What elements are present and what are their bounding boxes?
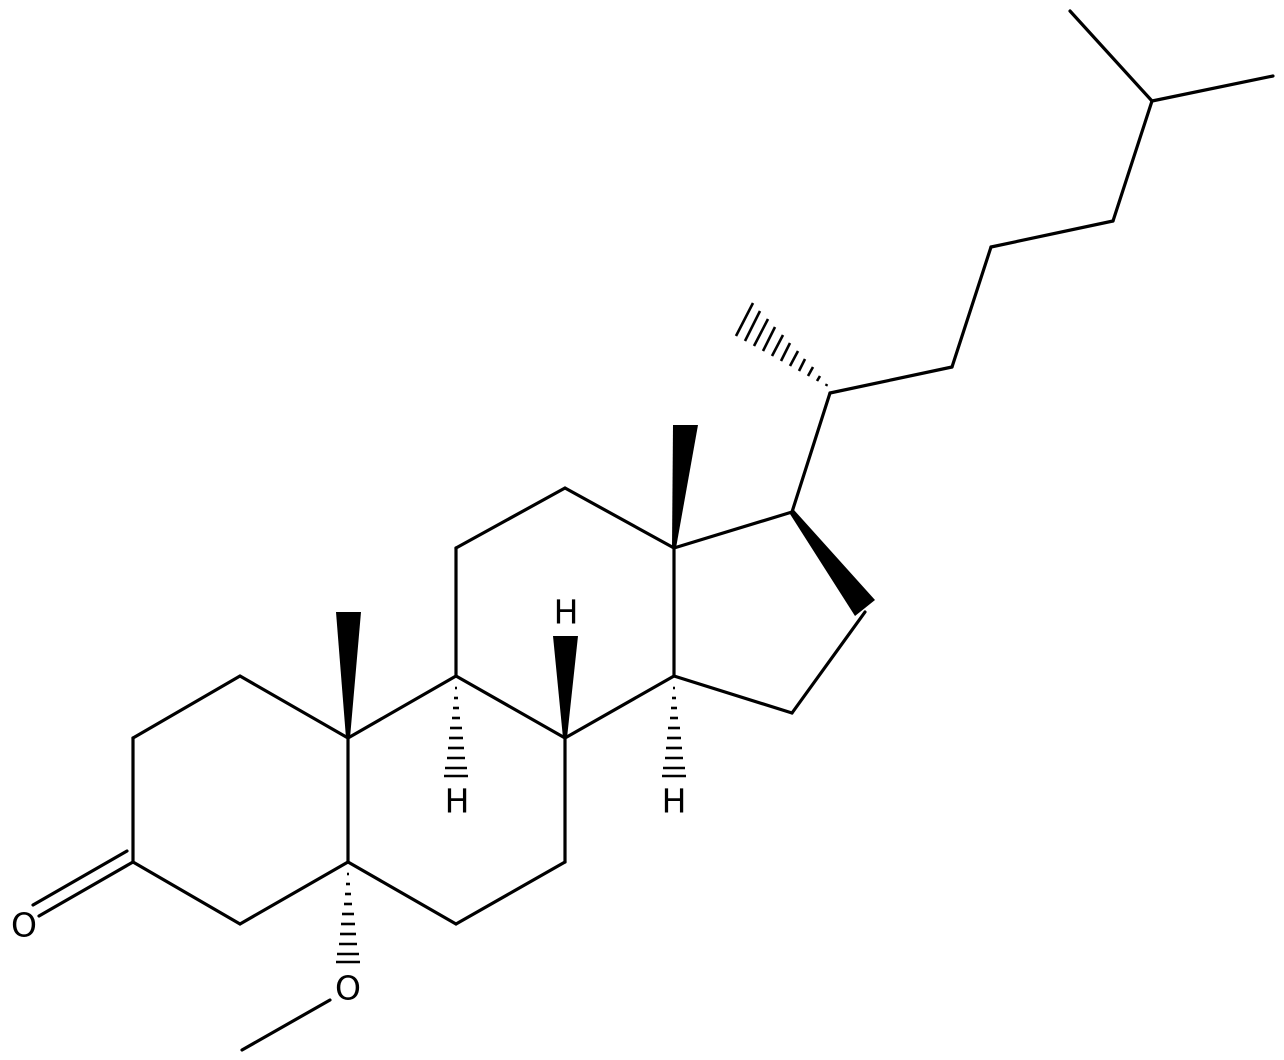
bond-c25-c27 <box>1150 74 1275 103</box>
bond-c14-c8 <box>563 674 676 740</box>
atom-label-oxygen-carbonyl: O <box>11 906 37 945</box>
carbonyl-double-bond <box>31 849 135 918</box>
wedge-c17-c16 <box>790 510 875 616</box>
hash-c20-methyl <box>734 302 829 387</box>
atom-label-oxygen-methoxy: O <box>335 969 361 1008</box>
atom-label-hydrogen-c8: H <box>554 593 579 632</box>
bond-c11-c12 <box>454 486 567 550</box>
bond-c6-c7 <box>454 860 567 926</box>
atom-label-hydrogen-c14: H <box>662 782 687 821</box>
wedge-c10-methyl <box>336 612 361 738</box>
bond-c3-c4 <box>131 860 242 926</box>
wedge-c8-h <box>553 636 578 738</box>
bond-c17-c20 <box>790 391 832 514</box>
bond-c15-c16 <box>790 610 867 715</box>
atom-label-hydrogen-c9: H <box>445 782 470 821</box>
bond-c22-c23 <box>950 245 993 369</box>
bond-c10-c1 <box>238 674 350 740</box>
bond-c20-c22 <box>828 365 954 395</box>
bond-c8-c9 <box>454 674 567 740</box>
hash-c5-o <box>336 872 360 964</box>
bond-o-ch3 <box>240 998 332 1052</box>
wedge-bonds <box>336 425 875 738</box>
bond-c5-c6 <box>346 860 458 926</box>
wedge-c13-methyl <box>672 425 698 548</box>
hash-c9-h <box>444 686 468 778</box>
bond-c23-c24 <box>989 219 1115 249</box>
bond-c1-c2 <box>131 674 242 740</box>
skeleton-bonds <box>131 9 1275 1052</box>
hash-c14-h <box>662 686 686 778</box>
bond-c25-c26 <box>1068 9 1154 103</box>
bond-c9-c10 <box>346 674 458 740</box>
bond-c14-c15 <box>672 674 794 715</box>
bond-c4-c5 <box>238 860 350 926</box>
bond-c12-c13 <box>563 486 676 550</box>
bond-c13-c17 <box>672 510 794 550</box>
bond-c24-c25 <box>1111 99 1154 223</box>
